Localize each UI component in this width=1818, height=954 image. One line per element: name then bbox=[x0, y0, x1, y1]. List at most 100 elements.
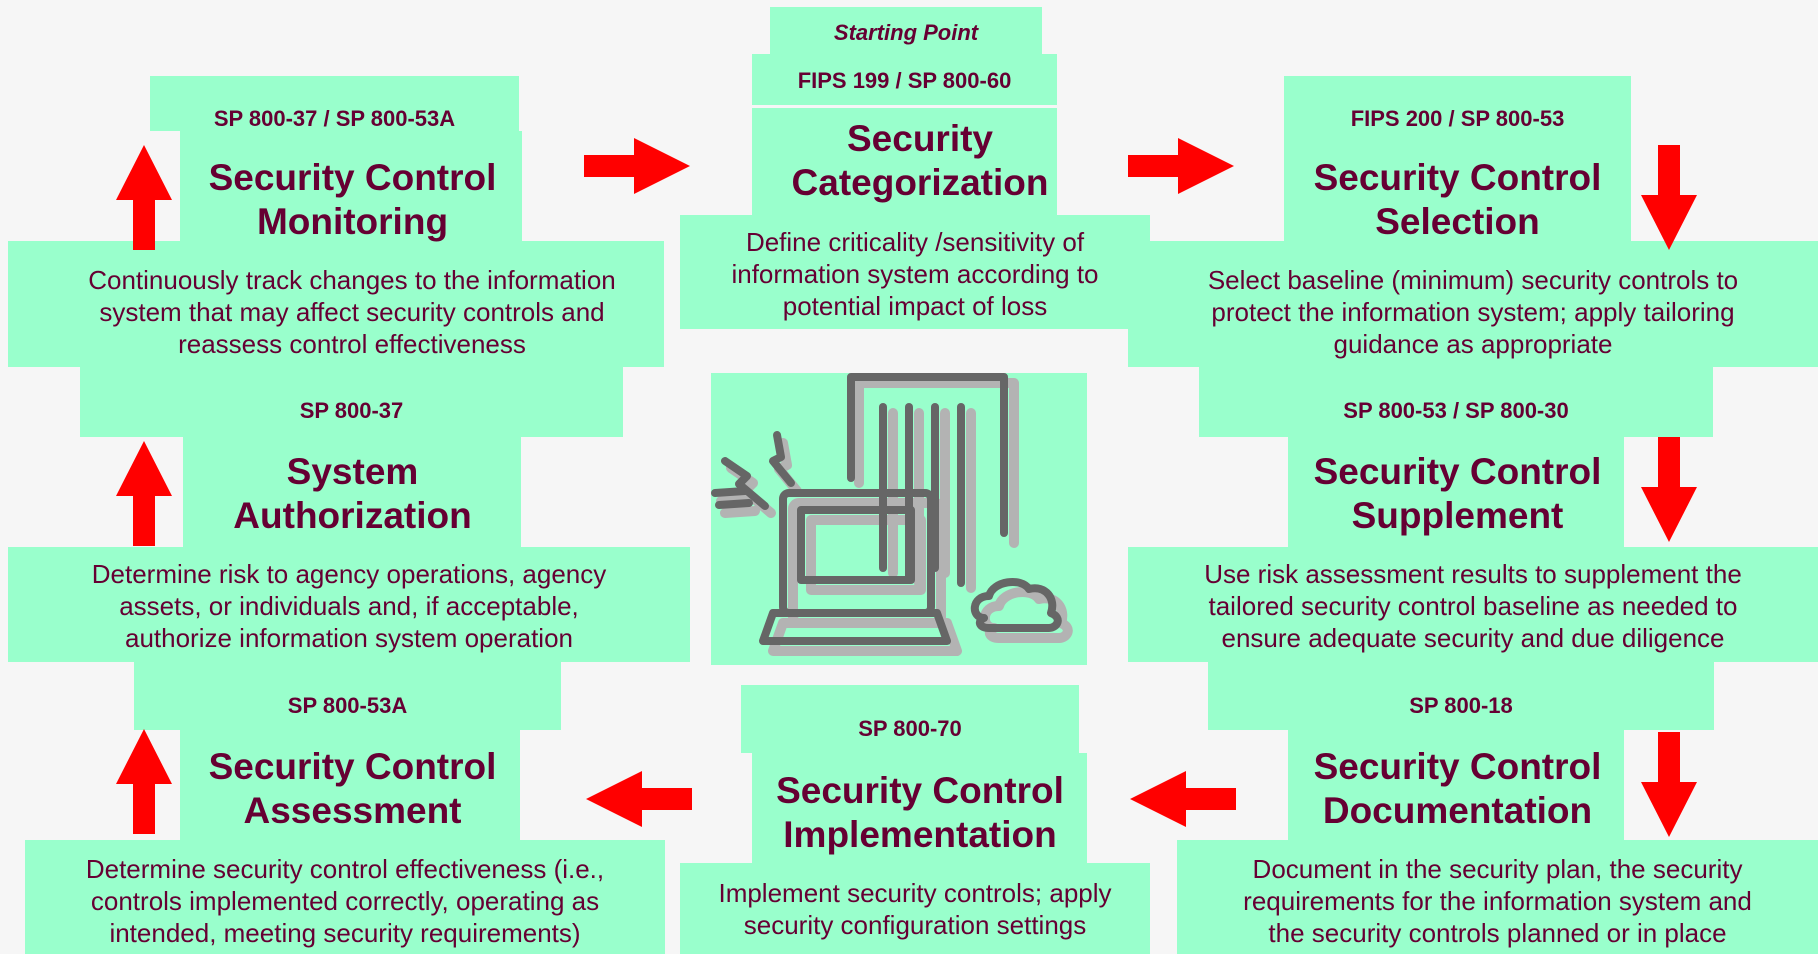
starting-point-label: Starting Point bbox=[833, 20, 979, 45]
categorization-title: Security Categorization bbox=[700, 117, 1140, 205]
selection-desc-line1: Select baseline (minimum) security contr… bbox=[1207, 265, 1739, 295]
supplement-ref-block bbox=[1199, 367, 1713, 437]
supplement-desc-line2: tailored security control baseline as ne… bbox=[1208, 591, 1738, 621]
arrow-up-authorization-to-monitoring-icon bbox=[116, 441, 172, 546]
assessment-desc: Determine security control effectiveness… bbox=[25, 853, 665, 949]
categorization-ref-block bbox=[752, 54, 1057, 105]
categorization-desc-line1: Define criticality /sensitivity of bbox=[745, 227, 1085, 257]
arrow-up-assessment-to-authorization-icon bbox=[116, 729, 172, 834]
arrow-down-selection-to-supplement-icon bbox=[1641, 145, 1697, 250]
assessment-desc-line3: intended, meeting security requirements) bbox=[109, 918, 581, 948]
authorization-title-block bbox=[183, 437, 521, 547]
selection-desc-line3: guidance as appropriate bbox=[1333, 329, 1613, 359]
selection-desc-block bbox=[1128, 241, 1818, 367]
arrow-right-categorization-to-selection-icon bbox=[1128, 138, 1234, 194]
monitoring-desc: Continuously track changes to the inform… bbox=[8, 264, 696, 360]
authorization-desc-line2: assets, or individuals and, if acceptabl… bbox=[119, 591, 579, 621]
arrow-down-documentation-icon bbox=[1641, 732, 1697, 837]
authorization-title: System Authorization bbox=[130, 450, 575, 538]
categorization-desc-line3: potential impact of loss bbox=[782, 291, 1048, 321]
selection-title: Security Control Selection bbox=[1235, 156, 1680, 244]
assessment-ref: SP 800-53A bbox=[287, 693, 408, 718]
selection-title-line2: Selection bbox=[1375, 201, 1540, 242]
monitoring-ref-block bbox=[150, 76, 519, 131]
categorization-desc: Define criticality /sensitivity of infor… bbox=[680, 226, 1150, 322]
categorization-title-block bbox=[752, 108, 1057, 215]
selection-ref: FIPS 200 / SP 800-53 bbox=[1350, 106, 1565, 131]
supplement-desc-line3: ensure adequate security and due diligen… bbox=[1221, 623, 1725, 653]
assessment-title: Security Control Assessment bbox=[130, 745, 575, 833]
arrow-left-documentation-to-implementation-icon bbox=[1130, 771, 1236, 827]
implementation-title: Security Control Implementation bbox=[700, 769, 1140, 857]
supplement-title-line2: Supplement bbox=[1351, 495, 1564, 536]
selection-desc: Select baseline (minimum) security contr… bbox=[1128, 264, 1818, 360]
documentation-desc-block bbox=[1177, 840, 1818, 954]
selection-title-block bbox=[1284, 131, 1631, 241]
assessment-title-line2: Assessment bbox=[243, 790, 462, 831]
implementation-desc-line1: Implement security controls; apply bbox=[718, 878, 1112, 908]
supplement-desc-block bbox=[1128, 547, 1818, 662]
authorization-title-line2: Authorization bbox=[233, 495, 472, 536]
categorization-starting-block bbox=[770, 7, 1042, 54]
monitoring-title: Security Control Monitoring bbox=[130, 156, 575, 244]
arrow-right-monitoring-to-categorization-icon bbox=[584, 138, 690, 194]
implementation-desc-block bbox=[680, 863, 1150, 954]
authorization-title-line1: System bbox=[286, 451, 419, 492]
documentation-title-block bbox=[1288, 730, 1624, 840]
computer-server-cloud-clipart-icon bbox=[711, 373, 1087, 665]
documentation-title-line2: Documentation bbox=[1322, 790, 1593, 831]
authorization-desc: Determine risk to agency operations, age… bbox=[8, 558, 690, 654]
monitoring-desc-line2: system that may affect security controls… bbox=[99, 297, 605, 327]
documentation-desc-line2: requirements for the information system … bbox=[1243, 886, 1752, 916]
selection-ref-block bbox=[1284, 76, 1631, 131]
assessment-title-block bbox=[180, 730, 520, 840]
monitoring-title-line1: Security Control bbox=[208, 157, 497, 198]
implementation-desc: Implement security controls; apply secur… bbox=[680, 877, 1150, 941]
authorization-ref-block bbox=[80, 367, 623, 437]
assessment-desc-block bbox=[25, 840, 665, 954]
assessment-desc-line2: controls implemented correctly, operatin… bbox=[90, 886, 600, 916]
documentation-ref-block bbox=[1208, 662, 1714, 730]
authorization-desc-block bbox=[8, 547, 690, 662]
supplement-ref: SP 800-53 / SP 800-30 bbox=[1343, 398, 1569, 423]
supplement-title-line1: Security Control bbox=[1313, 451, 1602, 492]
arrow-left-implementation-to-assessment-icon bbox=[586, 771, 692, 827]
categorization-title-line2: Categorization bbox=[791, 162, 1049, 203]
categorization-desc-line2: information system according to bbox=[731, 259, 1099, 289]
implementation-ref: SP 800-70 bbox=[858, 716, 962, 741]
documentation-desc: Document in the security plan, the secur… bbox=[1177, 853, 1818, 949]
authorization-ref: SP 800-37 bbox=[299, 398, 404, 423]
categorization-title-line1: Security bbox=[846, 118, 993, 159]
documentation-title: Security Control Documentation bbox=[1235, 745, 1680, 833]
implementation-title-line2: Implementation bbox=[783, 814, 1057, 855]
categorization-desc-block bbox=[680, 215, 1150, 329]
implementation-desc-line2: security configuration settings bbox=[743, 910, 1087, 940]
assessment-desc-line1: Determine security control effectiveness… bbox=[85, 854, 605, 884]
authorization-desc-line3: authorize information system operation bbox=[124, 623, 573, 653]
categorization-ref: FIPS 199 / SP 800-60 bbox=[797, 68, 1012, 93]
documentation-desc-line1: Document in the security plan, the secur… bbox=[1252, 854, 1743, 884]
monitoring-title-block bbox=[180, 131, 522, 241]
documentation-desc-line3: the security controls planned or in plac… bbox=[1268, 918, 1727, 948]
monitoring-desc-line1: Continuously track changes to the inform… bbox=[88, 265, 616, 295]
clipart-drawing bbox=[711, 373, 1073, 656]
implementation-title-block bbox=[752, 753, 1087, 863]
documentation-title-line1: Security Control bbox=[1313, 746, 1602, 787]
monitoring-desc-line3: reassess control effectiveness bbox=[178, 329, 526, 359]
monitoring-ref: SP 800-37 / SP 800-53A bbox=[213, 106, 456, 131]
implementation-title-line1: Security Control bbox=[776, 770, 1064, 811]
arrow-up-monitoring-icon bbox=[116, 145, 172, 250]
authorization-desc-line1: Determine risk to agency operations, age… bbox=[91, 559, 607, 589]
monitoring-desc-block bbox=[8, 241, 664, 367]
supplement-title: Security Control Supplement bbox=[1235, 450, 1680, 538]
assessment-title-line1: Security Control bbox=[208, 746, 497, 787]
selection-title-line1: Security Control bbox=[1313, 157, 1602, 198]
supplement-desc-line1: Use risk assessment results to supplemen… bbox=[1204, 559, 1742, 589]
supplement-title-block bbox=[1288, 437, 1624, 547]
assessment-ref-block bbox=[134, 662, 561, 730]
selection-desc-line2: protect the information system; apply ta… bbox=[1211, 297, 1735, 327]
supplement-desc: Use risk assessment results to supplemen… bbox=[1128, 558, 1818, 654]
implementation-ref-block bbox=[741, 685, 1079, 753]
arrow-down-supplement-to-documentation-icon bbox=[1641, 437, 1697, 542]
monitoring-title-line2: Monitoring bbox=[256, 201, 449, 242]
